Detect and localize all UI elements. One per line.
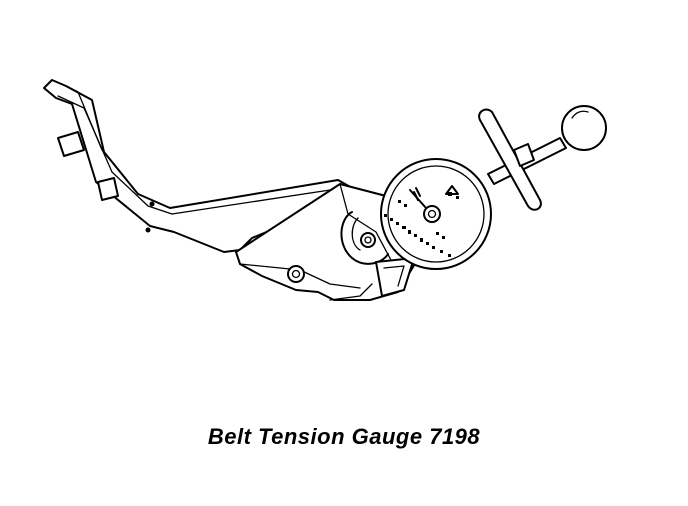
belt-tension-gauge-illustration xyxy=(43,79,607,301)
figure-caption: Belt Tension Gauge 7198 xyxy=(207,424,481,449)
t-handle xyxy=(478,105,607,211)
gauge-body xyxy=(235,183,417,301)
dial-gauge xyxy=(380,158,492,270)
